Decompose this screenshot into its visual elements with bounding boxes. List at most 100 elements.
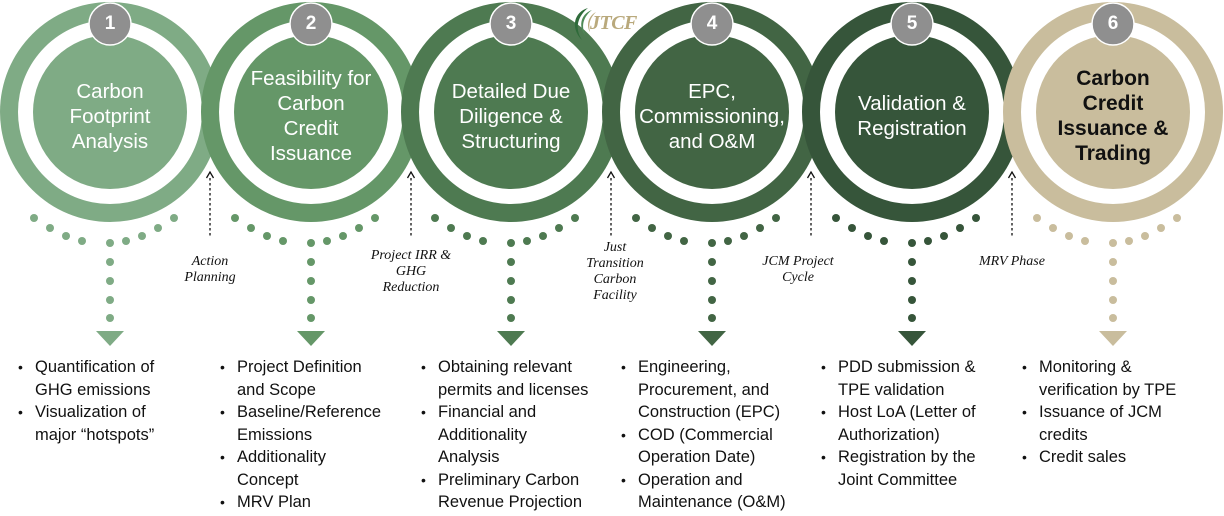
dotted-arc-2 [231,214,379,346]
inner-disc [1036,35,1190,189]
list-item-line: Preliminary Carbon [438,470,580,489]
dot [555,224,563,232]
inner-disc [434,35,588,189]
step-number-badge [489,2,533,46]
dot [78,237,86,245]
list-item-line: permits and licenses [438,380,589,399]
connector-label-line: Planning [184,270,236,285]
dot [908,314,916,322]
step-title-line: Credit [1082,92,1144,115]
dot [323,237,331,245]
dot [307,277,315,285]
step-title-line: Diligence & [459,104,563,128]
connector-4 [806,170,816,238]
step-5-bullet-list: PDD submission & TPE validationHost LoA (… [820,356,1015,491]
list-item-line: Operation and [638,470,743,489]
step-number: 6 [1107,13,1119,34]
dot [1049,224,1057,232]
list-item-line: TPE validation [838,380,945,399]
step-4-bullet-list: Engineering,Procurement, andConstruction… [620,356,815,514]
dot [664,232,672,240]
step-title-line: Feasibility for [250,67,372,90]
dotted-arc-3 [431,214,579,346]
dot [864,232,872,240]
step-title-line: Carbon [277,92,345,115]
connector-label-line: Just [603,240,627,255]
dot [632,214,640,222]
dot [708,314,716,322]
dot [247,224,255,232]
dot [46,224,54,232]
step-number-badge [1091,2,1135,46]
list-item-line: Registration by the [838,448,976,466]
dot [740,232,748,240]
list-item-line: COD (Commercial [638,425,773,444]
dot [724,237,732,245]
list-item-line: Credit sales [1039,448,1127,466]
dot [832,214,840,222]
step-title-line: and O&M [668,129,756,153]
connector-label-line: Transition [586,256,644,271]
list-item-line: Financial and [438,403,537,421]
down-arrow-icon [297,331,325,346]
connector-5 [1007,170,1017,238]
dot [355,224,363,232]
step-title-line: Trading [1075,142,1151,165]
dot [1081,237,1089,245]
step-title-line: Validation & [858,92,966,115]
inner-disc [835,35,989,189]
connector-label-line: Action [191,254,229,269]
dot [523,237,531,245]
list-item-line: credits [1039,425,1088,444]
list-item-line: Monitoring & [1039,358,1132,376]
dot [924,237,932,245]
list-item-line: Joint Committee [838,470,958,489]
step-5-circle [802,2,1022,222]
connector-label-line: Cycle [782,270,814,285]
step-number: 5 [906,13,918,34]
step-number-badge [890,2,934,46]
list-item-line: MRV Plan [237,493,311,511]
list-item-line: Authorization) [838,425,940,444]
up-arrow-icon [406,170,416,179]
list-item: Engineering,Procurement, andConstruction… [620,356,815,424]
step-number-badge [690,2,734,46]
list-item-line: and Scope [237,380,316,399]
connector-label-line: JCM Project [762,254,834,269]
dot [279,237,287,245]
list-item: Project Definition and Scope [219,356,414,401]
dot [106,314,114,322]
logo-text: JTCF [590,12,637,34]
step-title-line: Issuance & [1057,117,1169,140]
step-6-circle [1003,2,1223,222]
list-item: Host LoA (Letter of Authorization) [820,401,1015,446]
dot [307,296,315,304]
dot [908,296,916,304]
dot [507,258,515,266]
down-arrow-icon [96,331,124,346]
list-item-line: Construction (EPC) [638,403,781,421]
dot [507,239,515,247]
list-item-line: Host LoA (Letter of [838,403,976,421]
dot [507,296,515,304]
list-item-line: Operation Date) [638,448,756,466]
list-item-line: Visualization of [35,403,146,421]
down-arrow-icon [497,331,525,346]
dot [680,237,688,245]
dot [1173,214,1181,222]
step-title-line: Analysis [71,129,149,153]
list-item-line: Procurement, and [638,380,770,399]
step-number-badge [88,2,132,46]
connector-2 [406,170,416,238]
list-item-line: Revenue Projection [438,493,583,511]
dot [138,232,146,240]
list-item-line: Project Definition [237,358,362,376]
list-item-line: PDD submission & [838,358,976,376]
